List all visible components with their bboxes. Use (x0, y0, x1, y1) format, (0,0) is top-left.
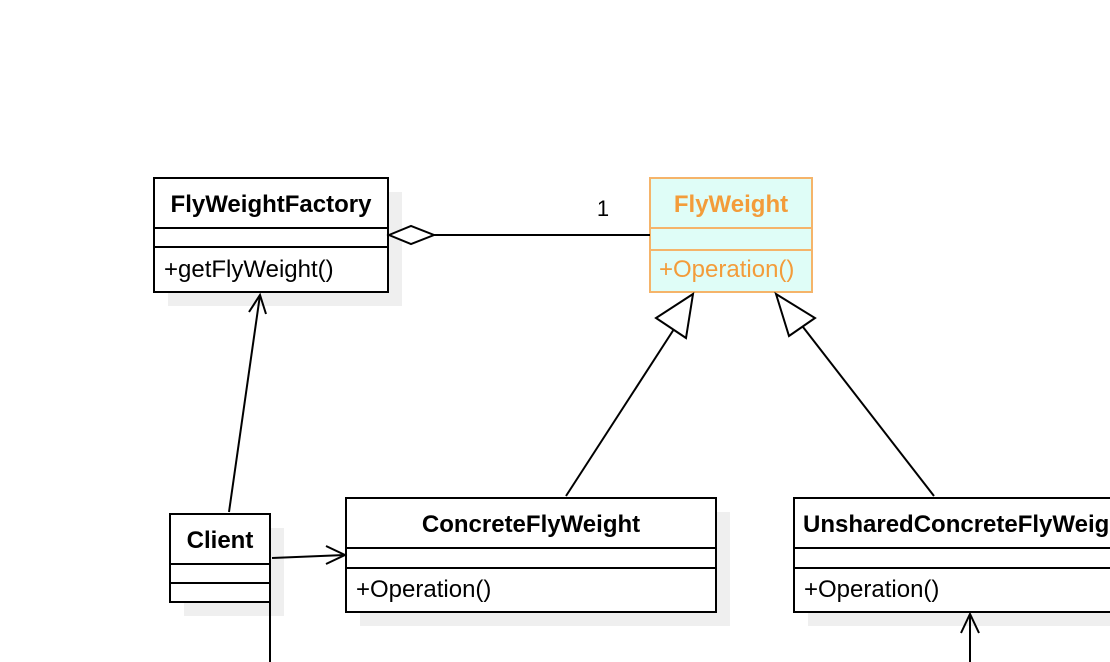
generalization-line (802, 326, 935, 497)
class-box (345, 497, 717, 613)
class-name: FlyWeight (674, 191, 788, 218)
association-client-to-concrete[interactable] (271, 545, 348, 565)
association-client-to-factory[interactable] (228, 292, 267, 513)
class-name: UnsharedConcreteFlyWeight (803, 511, 1110, 538)
class-client[interactable]: Client (169, 513, 284, 616)
association-client-to-unshared[interactable] (269, 602, 980, 662)
association-line (271, 554, 346, 559)
inheritance-triangle (654, 291, 695, 340)
arrowhead (325, 545, 348, 565)
class-operation: +Operation() (356, 576, 491, 603)
class-flyweight-factory[interactable]: FlyWeightFactory +getFlyWeight() (153, 177, 402, 306)
association-line (228, 294, 261, 513)
class-box (169, 513, 271, 603)
aggregation-factory-flyweight[interactable]: 1 (386, 196, 650, 246)
aggregation-diamond (386, 224, 437, 246)
class-name: Client (187, 527, 254, 554)
generalization-unshared-to-flyweight[interactable] (774, 291, 935, 497)
class-operation: +Operation() (804, 576, 939, 603)
class-operation: +Operation() (659, 256, 794, 283)
class-unshared-concrete-flyweight[interactable]: UnsharedConcreteFlyWeight +Operation() (793, 497, 1110, 626)
class-operation: +getFlyWeight() (164, 256, 334, 283)
generalization-concrete-to-flyweight[interactable] (565, 291, 695, 497)
class-concrete-flyweight[interactable]: ConcreteFlyWeight +Operation() (345, 497, 730, 626)
class-name: FlyWeightFactory (171, 191, 373, 218)
inheritance-triangle (774, 291, 817, 338)
class-box (793, 497, 1110, 613)
class-flyweight[interactable]: FlyWeight +Operation() (649, 177, 813, 293)
multiplicity-label: 1 (597, 196, 609, 221)
generalization-line (565, 325, 677, 497)
arrowhead (248, 292, 267, 315)
class-box (153, 177, 389, 293)
arrowhead (960, 611, 980, 634)
class-name: ConcreteFlyWeight (422, 511, 640, 538)
